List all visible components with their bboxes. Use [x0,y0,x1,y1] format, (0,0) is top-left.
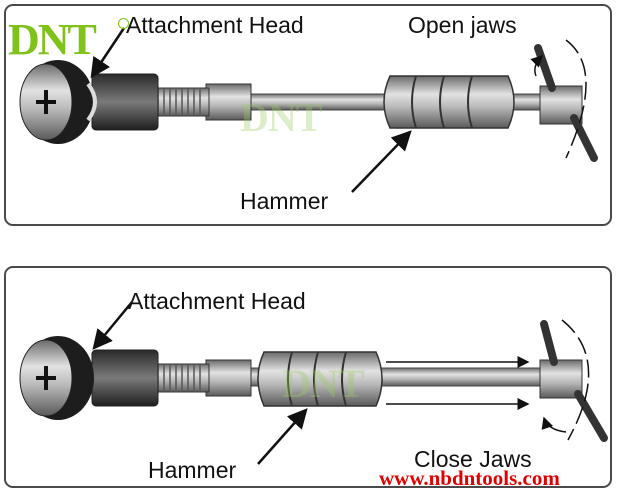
hammer-label: Hammer [240,188,329,214]
close-jaws-label: Close Jaws [414,446,532,472]
website-url[interactable]: www.nbdntools.com [379,466,560,490]
watermark-logo: DNT [282,361,364,406]
attachment-head [19,60,97,144]
hex-adapter [205,83,252,121]
slide-direction-arrows [386,356,530,410]
attachment-head [19,336,94,420]
slide-hammer [257,351,383,407]
close-jaws-panel: DNT Attachment Head Close Jaws Hammer [4,266,612,488]
slide-hammer-illustration-close [19,301,608,465]
open-jaws-panel: DNT DNT Attachment Head Open jaws Hammer [4,4,612,226]
dnt-logo: DNT [8,15,97,64]
open-jaws-label: Open jaws [408,12,517,38]
attachment-head-leader [92,301,133,350]
jaws-open [530,39,598,162]
watermark-logo: DNT [240,95,322,140]
threaded-stud [153,363,210,393]
hex-adapter [205,359,252,397]
jaws-closed [539,319,608,442]
attachment-head-label: Attachment Head [126,12,304,38]
registered-mark [118,18,129,29]
threaded-stud [153,87,210,117]
knurled-adapter [91,349,159,407]
slide-hammer-illustration-open [19,27,598,193]
knurled-adapter [91,73,159,131]
hammer-label: Hammer [148,457,237,483]
hammer-leader [351,130,412,193]
hammer-leader [257,408,308,465]
attachment-head-label: Attachment Head [128,288,306,314]
attachment-head-leader [90,27,126,79]
slide-hammer [383,75,515,129]
